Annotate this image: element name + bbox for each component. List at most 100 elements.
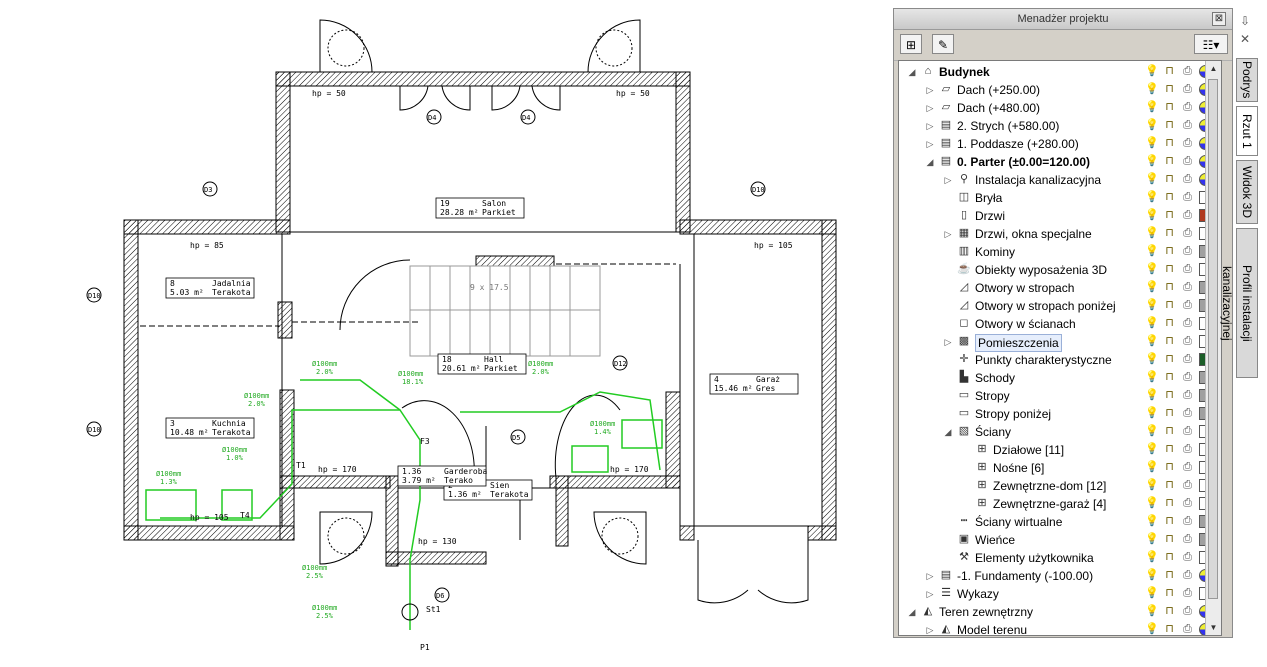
visibility-bulb-icon[interactable]: 💡 [1145,497,1159,509]
lock-icon[interactable]: ⊓ [1165,587,1174,599]
visibility-bulb-icon[interactable]: 💡 [1145,443,1159,455]
printer-icon[interactable]: ⎙ [1183,191,1192,203]
expand-icon[interactable]: ▷ [926,625,934,635]
close-icon[interactable]: ⊠ [1212,12,1226,26]
printer-icon[interactable]: ⎙ [1183,335,1192,347]
scroll-up-icon[interactable]: ▲ [1209,64,1218,73]
lock-icon[interactable]: ⊓ [1165,389,1174,401]
collapse-icon[interactable]: ◢ [908,67,916,77]
collapse-icon[interactable]: ◢ [908,607,916,617]
visibility-bulb-icon[interactable]: 💡 [1145,137,1159,149]
collapse-icon[interactable]: ◢ [944,427,952,437]
tree-item[interactable]: ◢▧Ściany💡⊓⎙ [899,423,1221,441]
tree-item[interactable]: ┅Ściany wirtualne💡⊓⎙ [899,513,1221,531]
add-element-button[interactable]: ⊞ [900,34,922,54]
lock-icon[interactable]: ⊓ [1165,245,1174,257]
printer-icon[interactable]: ⎙ [1183,371,1192,383]
printer-icon[interactable]: ⎙ [1183,425,1192,437]
printer-icon[interactable]: ⎙ [1183,245,1192,257]
printer-icon[interactable]: ⎙ [1183,227,1192,239]
collapse-icon[interactable]: ◢ [926,157,934,167]
lock-icon[interactable]: ⊓ [1165,461,1174,473]
visibility-bulb-icon[interactable]: 💡 [1145,587,1159,599]
tree-item[interactable]: ◢◭Teren zewnętrzny💡⊓⎙ [899,603,1221,621]
printer-icon[interactable]: ⎙ [1183,65,1192,77]
view-options-dropdown[interactable]: ☷▾ [1194,34,1228,54]
lock-icon[interactable]: ⊓ [1165,515,1174,527]
lock-icon[interactable]: ⊓ [1165,191,1174,203]
printer-icon[interactable]: ⎙ [1183,155,1192,167]
visibility-bulb-icon[interactable]: 💡 [1145,605,1159,617]
side-tab[interactable]: Widok 3D [1236,160,1258,224]
printer-icon[interactable]: ⎙ [1183,515,1192,527]
lock-icon[interactable]: ⊓ [1165,119,1174,131]
visibility-bulb-icon[interactable]: 💡 [1145,281,1159,293]
lock-icon[interactable]: ⊓ [1165,335,1174,347]
expand-icon[interactable]: ▷ [926,103,934,113]
scroll-down-icon[interactable]: ▼ [1209,623,1218,632]
lock-icon[interactable]: ⊓ [1165,353,1174,365]
tree-item[interactable]: ◢⌂Budynek💡⊓⎙ [899,63,1221,81]
tree-item[interactable]: ▷▤-1. Fundamenty (-100.00)💡⊓⎙ [899,567,1221,585]
lock-icon[interactable]: ⊓ [1165,155,1174,167]
side-tab[interactable]: Podrys [1236,58,1258,102]
tree-item[interactable]: ▷⚲Instalacja kanalizacyjna💡⊓⎙ [899,171,1221,189]
printer-icon[interactable]: ⎙ [1183,101,1192,113]
visibility-bulb-icon[interactable]: 💡 [1145,227,1159,239]
visibility-bulb-icon[interactable]: 💡 [1145,389,1159,401]
tree-item[interactable]: ◿Otwory w stropach💡⊓⎙ [899,279,1221,297]
tree-item[interactable]: ▙Schody💡⊓⎙ [899,369,1221,387]
visibility-bulb-icon[interactable]: 💡 [1145,155,1159,167]
visibility-bulb-icon[interactable]: 💡 [1145,479,1159,491]
tree-item[interactable]: ▷☰Wykazy💡⊓⎙ [899,585,1221,603]
tree-item[interactable]: ▷▤2. Strych (+580.00)💡⊓⎙ [899,117,1221,135]
tree-item[interactable]: ◻Otwory w ścianach💡⊓⎙ [899,315,1221,333]
visibility-bulb-icon[interactable]: 💡 [1145,299,1159,311]
lock-icon[interactable]: ⊓ [1165,317,1174,329]
visibility-bulb-icon[interactable]: 💡 [1145,119,1159,131]
tree-item[interactable]: ▷▦Drzwi, okna specjalne💡⊓⎙ [899,225,1221,243]
visibility-bulb-icon[interactable]: 💡 [1145,263,1159,275]
printer-icon[interactable]: ⎙ [1183,263,1192,275]
visibility-bulb-icon[interactable]: 💡 [1145,209,1159,221]
tree-scrollbar[interactable]: ▲ ▼ [1205,61,1221,635]
tree-item[interactable]: ▷▤1. Poddasze (+280.00)💡⊓⎙ [899,135,1221,153]
visibility-bulb-icon[interactable]: 💡 [1145,623,1159,635]
lock-icon[interactable]: ⊓ [1165,173,1174,185]
visibility-bulb-icon[interactable]: 💡 [1145,353,1159,365]
pin-icon[interactable]: ⇩ [1240,14,1251,28]
printer-icon[interactable]: ⎙ [1183,551,1192,563]
side-tab[interactable]: Profil instalacji kanalizacyjnej [1220,228,1258,378]
tree-item[interactable]: ▥Kominy💡⊓⎙ [899,243,1221,261]
tree-item[interactable]: ⊞Zewnętrzne-garaż [4]💡⊓⎙ [899,495,1221,513]
visibility-bulb-icon[interactable]: 💡 [1145,425,1159,437]
lock-icon[interactable]: ⊓ [1165,533,1174,545]
tree-item[interactable]: ▷▩Pomieszczenia💡⊓⎙ [899,333,1221,352]
tree-item[interactable]: ▷▱Dach (+250.00)💡⊓⎙ [899,81,1221,99]
printer-icon[interactable]: ⎙ [1183,281,1192,293]
expand-icon[interactable]: ▷ [926,121,934,131]
tree-item[interactable]: ▷◭Model terenu💡⊓⎙ [899,621,1221,635]
visibility-bulb-icon[interactable]: 💡 [1145,173,1159,185]
printer-icon[interactable]: ⎙ [1183,497,1192,509]
tree-item[interactable]: ⚒Elementy użytkownika💡⊓⎙ [899,549,1221,567]
tree-item[interactable]: ⊞Zewnętrzne-dom [12]💡⊓⎙ [899,477,1221,495]
tree-item[interactable]: ▭Stropy💡⊓⎙ [899,387,1221,405]
visibility-bulb-icon[interactable]: 💡 [1145,335,1159,347]
printer-icon[interactable]: ⎙ [1183,623,1192,635]
lock-icon[interactable]: ⊓ [1165,263,1174,275]
lock-icon[interactable]: ⊓ [1165,569,1174,581]
lock-icon[interactable]: ⊓ [1165,371,1174,383]
printer-icon[interactable]: ⎙ [1183,209,1192,221]
lock-icon[interactable]: ⊓ [1165,227,1174,239]
expand-icon[interactable]: ▷ [944,229,952,239]
tree-item[interactable]: ◢▤0. Parter (±0.00=120.00)💡⊓⎙ [899,153,1221,171]
tree-item[interactable]: ☕Obiekty wyposażenia 3D💡⊓⎙ [899,261,1221,279]
visibility-bulb-icon[interactable]: 💡 [1145,65,1159,77]
tree-item[interactable]: ⊞Nośne [6]💡⊓⎙ [899,459,1221,477]
visibility-bulb-icon[interactable]: 💡 [1145,245,1159,257]
visibility-bulb-icon[interactable]: 💡 [1145,551,1159,563]
tree-item[interactable]: ▣Wieńce💡⊓⎙ [899,531,1221,549]
lock-icon[interactable]: ⊓ [1165,605,1174,617]
